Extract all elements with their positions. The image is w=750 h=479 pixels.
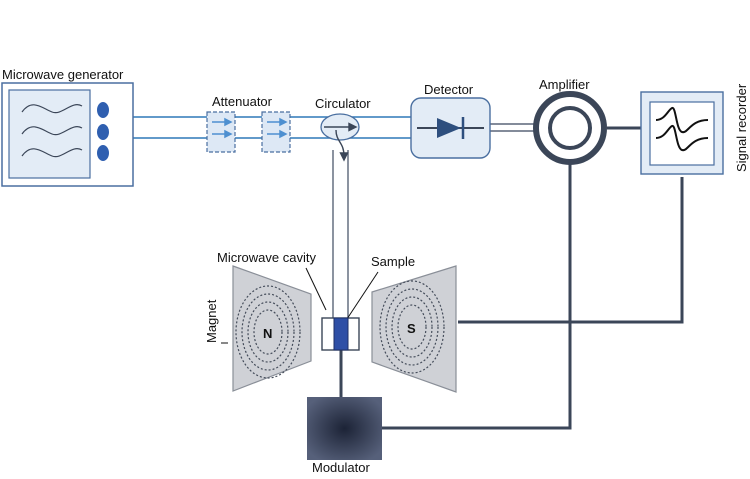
modulator-label: Modulator — [312, 460, 370, 474]
amplifier-ring-icon — [548, 106, 592, 150]
magnet-label: Magnet — [204, 299, 219, 343]
recorder-magnet-cable — [458, 177, 684, 324]
diode-icon — [417, 117, 484, 139]
microwave-cavity-pointer — [305, 267, 327, 311]
attenuator-block-1 — [206, 111, 236, 153]
sample-label: Sample — [371, 254, 415, 269]
signal-recorder-label: Signal recorder — [734, 83, 749, 172]
attenuator-arrows-icon — [212, 117, 288, 139]
magnet-north[interactable]: N — [232, 265, 312, 392]
microwave-generator-label: Microwave generator — [2, 67, 124, 82]
circulator[interactable]: Circulator — [315, 96, 371, 162]
pole-north-label: N — [263, 326, 272, 341]
circulator-arrow-icon — [324, 122, 358, 162]
wave-icon — [21, 104, 83, 158]
field-lines-icon — [379, 280, 445, 374]
sample-pointer — [344, 271, 379, 323]
field-lines-icon — [235, 285, 301, 379]
pole-south-label: S — [407, 321, 416, 336]
generator-knob — [97, 102, 109, 118]
microwave-cavity-label: Microwave cavity — [217, 250, 316, 265]
modulator[interactable]: Modulator — [307, 397, 382, 475]
amplifier-modulator-cable — [382, 163, 572, 430]
microwave-generator[interactable]: Microwave generator — [1, 67, 134, 187]
generator-knob — [97, 145, 109, 161]
attenuator-block-2 — [261, 111, 291, 153]
detector-label: Detector — [424, 82, 474, 97]
attenuator-label: Attenuator — [212, 94, 273, 109]
attenuator[interactable]: Attenuator — [206, 94, 291, 153]
magnet-south[interactable]: S — [371, 265, 457, 393]
circulator-label: Circulator — [315, 96, 371, 111]
signal-trace-icon — [655, 106, 709, 152]
cables — [339, 126, 684, 430]
detector[interactable]: Detector — [410, 82, 491, 159]
amplifier-label: Amplifier — [539, 77, 590, 92]
amplifier[interactable]: Amplifier — [533, 77, 607, 165]
generator-knob — [97, 124, 109, 140]
sample[interactable]: Sample — [333, 254, 415, 351]
signal-recorder[interactable]: Signal recorder — [640, 83, 749, 175]
